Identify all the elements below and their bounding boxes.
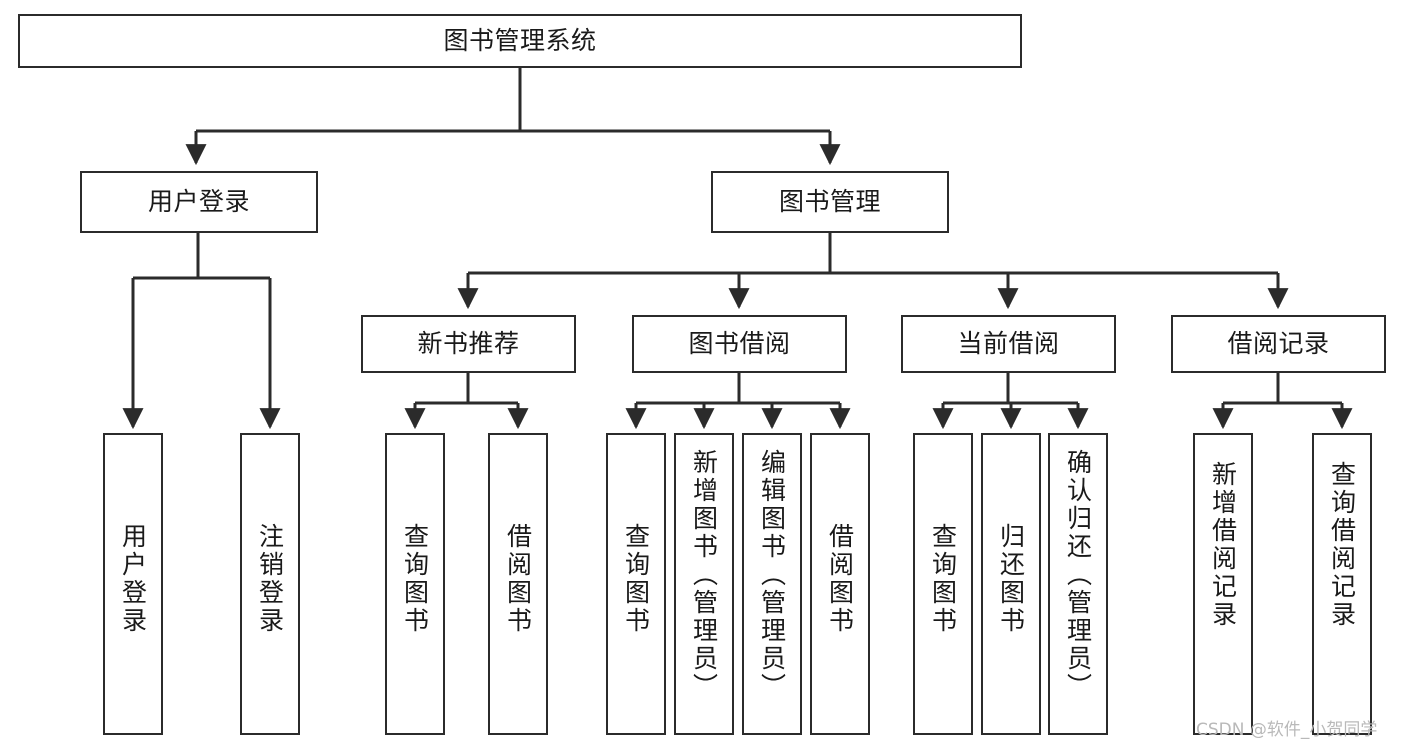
node-root[interactable]: 图书管理系统 xyxy=(18,14,1022,68)
node-leaf-add-book-label: 新增图书（管理员） xyxy=(689,449,719,701)
node-leaf-add-book[interactable]: 新增图书（管理员） xyxy=(674,433,734,735)
node-leaf-borrow-book-2-label: 借阅图书 xyxy=(825,523,855,635)
node-leaf-edit-book-label: 编辑图书（管理员） xyxy=(757,449,787,701)
node-root-label: 图书管理系统 xyxy=(443,26,597,56)
node-book-borrow[interactable]: 图书借阅 xyxy=(632,315,847,373)
node-leaf-logout[interactable]: 注销登录 xyxy=(240,433,300,735)
node-leaf-query-book-3-label: 查询图书 xyxy=(928,523,958,635)
node-leaf-logout-label: 注销登录 xyxy=(255,523,285,635)
node-leaf-query-record-label: 查询借阅记录 xyxy=(1327,461,1357,629)
node-new-book-rec[interactable]: 新书推荐 xyxy=(361,315,576,373)
node-leaf-borrow-book-2[interactable]: 借阅图书 xyxy=(810,433,870,735)
csdn-watermark: CSDN @软件_小贺同学 xyxy=(1196,720,1378,740)
node-user-login-label: 用户登录 xyxy=(147,187,250,217)
node-leaf-confirm-return-label: 确认归还（管理员） xyxy=(1063,449,1093,701)
node-new-book-rec-label: 新书推荐 xyxy=(417,329,520,359)
node-leaf-query-book-3[interactable]: 查询图书 xyxy=(913,433,973,735)
node-leaf-query-book-2[interactable]: 查询图书 xyxy=(606,433,666,735)
node-book-manage[interactable]: 图书管理 xyxy=(711,171,949,233)
node-leaf-user-login-label: 用户登录 xyxy=(118,523,148,635)
node-borrow-record-label: 借阅记录 xyxy=(1227,329,1330,359)
node-leaf-user-login[interactable]: 用户登录 xyxy=(103,433,163,735)
node-leaf-return-book[interactable]: 归还图书 xyxy=(981,433,1041,735)
node-leaf-add-record-label: 新增借阅记录 xyxy=(1208,461,1238,629)
node-current-borrow-label: 当前借阅 xyxy=(957,329,1060,359)
node-leaf-query-record[interactable]: 查询借阅记录 xyxy=(1312,433,1372,735)
node-leaf-query-book-1-label: 查询图书 xyxy=(400,523,430,635)
node-book-borrow-label: 图书借阅 xyxy=(688,329,791,359)
node-borrow-record[interactable]: 借阅记录 xyxy=(1171,315,1386,373)
node-current-borrow[interactable]: 当前借阅 xyxy=(901,315,1116,373)
node-leaf-edit-book[interactable]: 编辑图书（管理员） xyxy=(742,433,802,735)
node-book-manage-label: 图书管理 xyxy=(778,187,881,217)
node-user-login[interactable]: 用户登录 xyxy=(80,171,318,233)
node-leaf-query-book-2-label: 查询图书 xyxy=(621,523,651,635)
node-leaf-query-book-1[interactable]: 查询图书 xyxy=(385,433,445,735)
node-leaf-confirm-return[interactable]: 确认归还（管理员） xyxy=(1048,433,1108,735)
node-leaf-borrow-book-1[interactable]: 借阅图书 xyxy=(488,433,548,735)
node-leaf-borrow-book-1-label: 借阅图书 xyxy=(503,523,533,635)
node-leaf-return-book-label: 归还图书 xyxy=(996,523,1026,635)
node-leaf-add-record[interactable]: 新增借阅记录 xyxy=(1193,433,1253,735)
